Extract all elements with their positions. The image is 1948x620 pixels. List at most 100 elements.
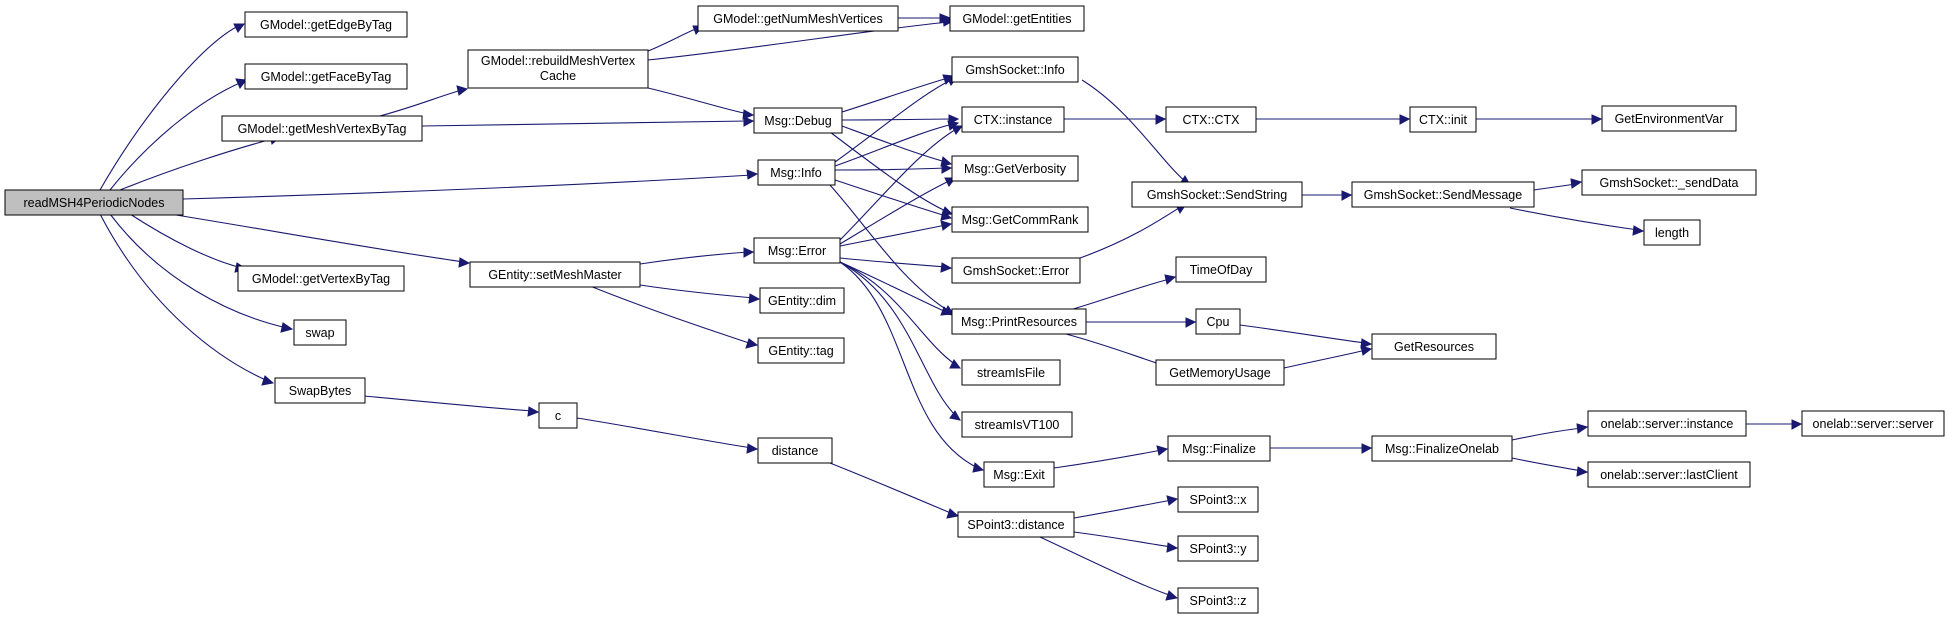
edge-root-getEdgeByTag-arrow — [233, 23, 245, 33]
edge-root-getVertexByTag — [129, 213, 243, 269]
edge-msgInfo-getVerbosity — [834, 167, 947, 171]
edge-msgInfo-printResources — [829, 184, 951, 313]
edge-onelabInstance-onelabServer-arrow — [1791, 419, 1803, 430]
node-onelabServer[interactable]: onelab::server::server — [1801, 410, 1945, 437]
edge-msgFinalize-finalizeOnelab-arrow — [1361, 443, 1373, 454]
edge-getNumMeshVertices-getEntities-arrow — [939, 13, 952, 24]
node-label: GmshSocket::_sendData — [1600, 176, 1739, 190]
node-gentityTag[interactable]: GEntity::tag — [757, 337, 845, 364]
node-spointY[interactable]: SPoint3::y — [1177, 535, 1259, 562]
node-label: GModel::getEntities — [962, 12, 1071, 26]
node-label: length — [1655, 226, 1689, 240]
node-sendString[interactable]: GmshSocket::SendString — [1131, 181, 1303, 208]
node-sendData[interactable]: GmshSocket::_sendData — [1581, 169, 1757, 196]
node-spointZ[interactable]: SPoint3::z — [1177, 587, 1259, 614]
node-label: GetMemoryUsage — [1169, 366, 1270, 380]
edge-root-swap — [109, 213, 288, 329]
node-label: GEntity::setMeshMaster — [488, 268, 621, 282]
edge-spointDistance-y-arrow — [1166, 542, 1179, 553]
edge-msgInfo-getCommRank-arrow — [940, 210, 953, 221]
node-distance[interactable]: distance — [757, 437, 833, 464]
edge-msgError-ctxInstance — [839, 127, 959, 241]
node-timeOfDay[interactable]: TimeOfDay — [1175, 256, 1267, 283]
node-label: onelab::server::server — [1813, 417, 1934, 431]
edge-rebuild-msgDebug — [647, 87, 749, 115]
edge-msgError-msgExit — [839, 261, 979, 469]
edge-printResources-getMemoryUsage — [1065, 333, 1167, 367]
node-getResources[interactable]: GetResources — [1371, 333, 1497, 360]
edge-root-setMeshMaster-arrow — [458, 257, 471, 268]
node-getEdgeByTag[interactable]: GModel::getEdgeByTag — [244, 11, 408, 38]
node-label: GmshSocket::Error — [963, 264, 1069, 278]
node-setMeshMaster[interactable]: GEntity::setMeshMaster — [469, 261, 641, 288]
edge-setMeshMaster-tag — [589, 285, 753, 345]
node-c[interactable]: c — [538, 402, 578, 429]
node-getVerbosity[interactable]: Msg::GetVerbosity — [951, 155, 1079, 182]
node-ctxCtx[interactable]: CTX::CTX — [1165, 106, 1257, 133]
node-label: Msg::GetCommRank — [962, 213, 1079, 227]
node-label: Msg::Error — [768, 244, 826, 258]
edge-msgDebug-getVerbosity-arrow — [940, 156, 953, 167]
node-getVertexByTag[interactable]: GModel::getVertexByTag — [237, 265, 405, 292]
node-rebuildMeshVertexCache[interactable]: GModel::rebuildMeshVertex Cache — [467, 49, 649, 89]
node-getMeshVertexByTag[interactable]: GModel::getMeshVertexByTag — [221, 115, 423, 142]
node-getEnvironmentVar[interactable]: GetEnvironmentVar — [1601, 105, 1737, 132]
node-label: CTX::CTX — [1183, 113, 1241, 127]
edge-msgError-gmshSocketError-arrow — [940, 262, 953, 273]
node-readMSH4PeriodicNodes[interactable]: readMSH4PeriodicNodes — [4, 189, 184, 216]
node-label: Msg::Info — [770, 166, 821, 180]
edge-printResources-timeOfDay-arrow — [1164, 274, 1177, 285]
edge-spointDistance-y — [1073, 531, 1173, 548]
node-SwapBytes[interactable]: SwapBytes — [274, 377, 366, 404]
node-onelabInstance[interactable]: onelab::server::instance — [1587, 410, 1747, 437]
node-getEntities[interactable]: GModel::getEntities — [949, 5, 1085, 32]
node-getCommRank[interactable]: Msg::GetCommRank — [951, 206, 1089, 233]
edge-sendMessage-sendData — [1533, 182, 1577, 191]
edge-msgInfo-getVerbosity-arrow — [941, 163, 953, 174]
node-getFaceByTag[interactable]: GModel::getFaceByTag — [244, 63, 408, 90]
node-spointX[interactable]: SPoint3::x — [1177, 486, 1259, 513]
call-edges — [99, 13, 1803, 601]
node-msgDebug[interactable]: Msg::Debug — [753, 107, 843, 134]
node-label: SPoint3::x — [1190, 493, 1248, 507]
edge-msgError-streamIsVT100-arrow — [949, 410, 961, 421]
edge-finalizeOnelab-onelabLastClient-arrow — [1576, 466, 1589, 477]
node-onelabLastClient[interactable]: onelab::server::lastClient — [1587, 461, 1751, 488]
edge-setMeshMaster-dim — [639, 284, 755, 299]
node-spointDistance[interactable]: SPoint3::distance — [957, 511, 1075, 538]
node-ctxInit[interactable]: CTX::init — [1409, 106, 1477, 133]
edge-root-msgInfo-arrow — [746, 169, 759, 180]
edge-gmshSocketError-sendString — [1079, 205, 1183, 259]
node-getMemoryUsage[interactable]: GetMemoryUsage — [1155, 359, 1285, 386]
edge-root-setMeshMaster — [169, 213, 465, 263]
edge-ctxCtx-ctxInit-arrow — [1399, 114, 1411, 125]
node-msgInfo[interactable]: Msg::Info — [757, 159, 836, 186]
node-length[interactable]: length — [1643, 219, 1701, 246]
edge-msgError-getVerbosity — [839, 179, 952, 245]
node-streamIsVT100[interactable]: streamIsVT100 — [961, 411, 1073, 438]
node-ctxInstance[interactable]: CTX::instance — [961, 106, 1065, 133]
node-getNumMeshVertices[interactable]: GModel::getNumMeshVertices — [697, 5, 899, 32]
node-swap[interactable]: swap — [293, 319, 347, 346]
node-label: distance — [772, 444, 819, 458]
node-cpu[interactable]: Cpu — [1195, 308, 1241, 335]
node-gmshSocketInfo[interactable]: GmshSocket::Info — [951, 56, 1079, 83]
node-msgExit[interactable]: Msg::Exit — [983, 461, 1055, 488]
edge-msgError-getCommRank-arrow — [940, 220, 953, 231]
edge-spointDistance-x-arrow — [1166, 495, 1179, 506]
node-streamIsFile[interactable]: streamIsFile — [961, 359, 1061, 386]
edge-msgError-streamIsFile-arrow — [949, 359, 961, 369]
node-label: Msg::PrintResources — [961, 315, 1077, 329]
edge-root-swap-arrow — [280, 322, 294, 333]
node-sendMessage[interactable]: GmshSocket::SendMessage — [1351, 181, 1535, 208]
node-msgError[interactable]: Msg::Error — [753, 237, 841, 264]
node-label: GmshSocket::SendString — [1147, 188, 1287, 202]
edge-root-getEdgeByTag — [99, 24, 241, 191]
node-msgFinalize[interactable]: Msg::Finalize — [1167, 435, 1271, 462]
edge-root-msgInfo — [182, 174, 753, 200]
node-printResources[interactable]: Msg::PrintResources — [951, 308, 1087, 335]
node-gentityDim[interactable]: GEntity::dim — [759, 287, 845, 314]
node-gmshSocketError[interactable]: GmshSocket::Error — [951, 257, 1081, 284]
edge-msgDebug-gmshSocketInfo — [841, 77, 949, 113]
node-finalizeOnelab[interactable]: Msg::FinalizeOnelab — [1371, 435, 1513, 462]
